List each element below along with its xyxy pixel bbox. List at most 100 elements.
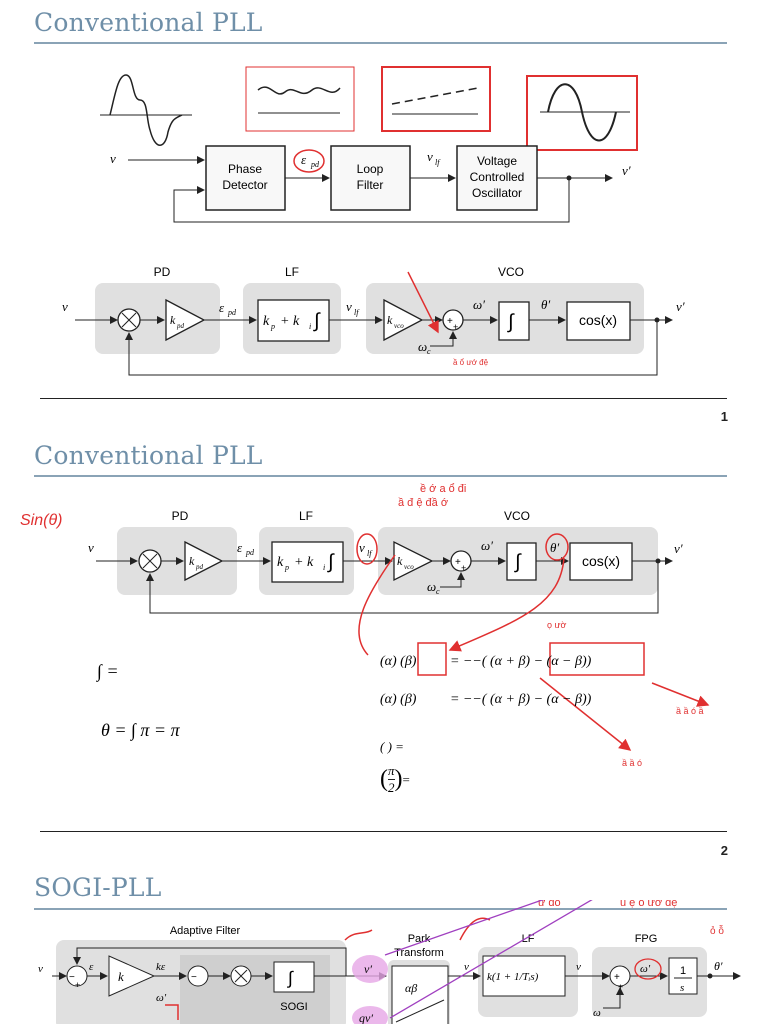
handwritten-note: Sin(θ) — [20, 512, 62, 529]
sogi-diagram: ỗ ư đồ ủ ệ ố ướ đệ ỏ ỗ Adaptive Filter P… — [38, 900, 741, 1024]
svg-text:+: + — [614, 972, 620, 983]
svg-text:+: + — [447, 316, 453, 327]
omega-prime-label: ω′ — [473, 297, 485, 312]
omega-prime-label: ω′ — [481, 538, 493, 553]
annotation-2: ầ đ ệ đầ ớ — [398, 497, 448, 509]
slide-title: Conventional PLL — [34, 441, 263, 470]
fpg-label: FPG — [635, 933, 658, 945]
lin-vco-label: VCO — [498, 265, 524, 279]
svg-text:+: + — [453, 322, 458, 332]
lf-kp: k — [263, 314, 270, 329]
lin-lf-label: LF — [285, 265, 299, 279]
sogi-theta-prime: θ′ — [714, 959, 723, 973]
slide-title: Conventional PLL — [34, 8, 263, 37]
svg-text:+: + — [75, 980, 80, 990]
formula-4: ( π 2 ) = — [380, 763, 410, 795]
lf-label-2: Filter — [357, 178, 384, 192]
eps-label: ε — [237, 540, 243, 555]
formula-1: = −−( (α + β) − (α − β)) — [450, 654, 592, 669]
svg-text:∫: ∫ — [327, 551, 335, 573]
kpd-label: k — [189, 554, 195, 568]
lin-eps-label: ε — [219, 300, 225, 315]
formula-theta: θ = ∫ π = π — [101, 720, 180, 740]
theta-prime-label: θ′ — [541, 297, 550, 312]
red-arrow — [407, 271, 439, 334]
sogi-label: SOGI — [280, 1001, 308, 1013]
svg-text:+: + — [618, 982, 623, 992]
kvco-gain — [383, 298, 424, 342]
formula-4-den: 2 — [388, 779, 395, 795]
filtered-waveform-box — [381, 66, 491, 132]
theta-prime-label: θ′ — [550, 540, 559, 555]
integrator-block — [498, 301, 530, 341]
page-number: 1 — [720, 409, 728, 424]
vco-label-1: Voltage — [477, 154, 517, 168]
formula-integral: ∫ = — [97, 661, 119, 681]
lin-input-label: v — [62, 299, 68, 314]
lin-vlf-label: v — [346, 299, 352, 314]
lin-output-label: v′ — [676, 299, 685, 314]
block-diagram-2: Sin(θ) ề ớ a ổ đi ầ đ ệ đầ ớ PD LF VCO v… — [20, 483, 710, 751]
adaptive-filter-label: Adaptive Filter — [170, 925, 241, 937]
input-label: v — [88, 540, 94, 555]
cos-label: cos(x) — [579, 312, 617, 328]
lf-kp-sub: p — [270, 322, 275, 331]
lf-label: LF — [299, 509, 313, 523]
alphabeta-label: αβ — [405, 981, 417, 995]
annotation-right-2: ầ ầ ó — [622, 758, 643, 768]
v-d-label: v — [464, 961, 469, 973]
lin-vlf-sub: lf — [354, 308, 360, 317]
loop-filter-block — [330, 145, 411, 211]
sogi-annotation-1: ư đồ — [538, 900, 561, 909]
fpg-omega-prime: ω′ — [640, 963, 651, 975]
lf-label-1: Loop — [357, 162, 384, 176]
omega-c-label: ω — [427, 579, 436, 594]
kpd-label: k — [170, 313, 176, 327]
cos-label: cos(x) — [582, 553, 620, 569]
svg-text:+: + — [461, 563, 466, 573]
kpd-gain — [165, 298, 206, 342]
eps-v-label: ε — [89, 961, 94, 973]
phase-detector-block — [205, 145, 286, 211]
vlf-label: v — [359, 540, 365, 555]
title-rule — [34, 475, 727, 477]
pd-label-2: Detector — [222, 178, 267, 192]
separator — [40, 398, 727, 399]
keps-label: kε — [156, 961, 166, 973]
fpg-omega-c: ω — [593, 1007, 601, 1019]
omega-c-label: ω — [418, 339, 427, 354]
slide-title: SOGI-PLL — [34, 873, 162, 902]
lf-ki-sub: i — [309, 322, 311, 331]
eps-sub: pd — [310, 160, 320, 169]
lf-kp: k — [277, 555, 284, 570]
annotation-right-1: ầ ầ ó ầ — [676, 706, 704, 716]
kvco-sub: vco — [394, 322, 404, 330]
formula-2: = −−( (α + β) − (α − β)) — [450, 692, 592, 707]
vco-label-2: Controlled — [470, 170, 525, 184]
omega-c-sub: c — [427, 347, 431, 356]
block-diagram: Phase Detector Loop Filter Voltage Contr… — [62, 66, 685, 376]
vlf-label: v — [427, 149, 433, 164]
integrator-sign: ∫ — [507, 311, 515, 333]
sogi-annotation-side: ỏ ỗ — [710, 924, 724, 937]
title-rule — [34, 42, 727, 44]
one-over-s-num: 1 — [680, 965, 686, 977]
input-signal-label: v — [110, 151, 116, 166]
output-waveform-box — [526, 75, 638, 151]
lf-plus-ki: + k — [294, 555, 314, 570]
v-prime-label: v′ — [364, 962, 372, 976]
svg-text:k(1 + 1/Tᵢs): k(1 + 1/Tᵢs) — [487, 971, 539, 983]
separator — [40, 831, 727, 832]
one-over-s-den: s — [680, 982, 684, 994]
kvco-label: k — [387, 313, 393, 327]
kpd-sub: pd — [176, 322, 185, 330]
pd-label: PD — [172, 509, 189, 523]
svg-text:+: + — [455, 557, 461, 568]
lin-pd-label: PD — [154, 265, 171, 279]
input-waveform — [100, 74, 192, 146]
page-number: 2 — [720, 843, 728, 858]
transform-label: Transform — [394, 947, 444, 959]
formula-4-eq: = — [402, 771, 410, 787]
cos-block — [566, 301, 631, 341]
lin-eps-sub: pd — [227, 308, 237, 317]
